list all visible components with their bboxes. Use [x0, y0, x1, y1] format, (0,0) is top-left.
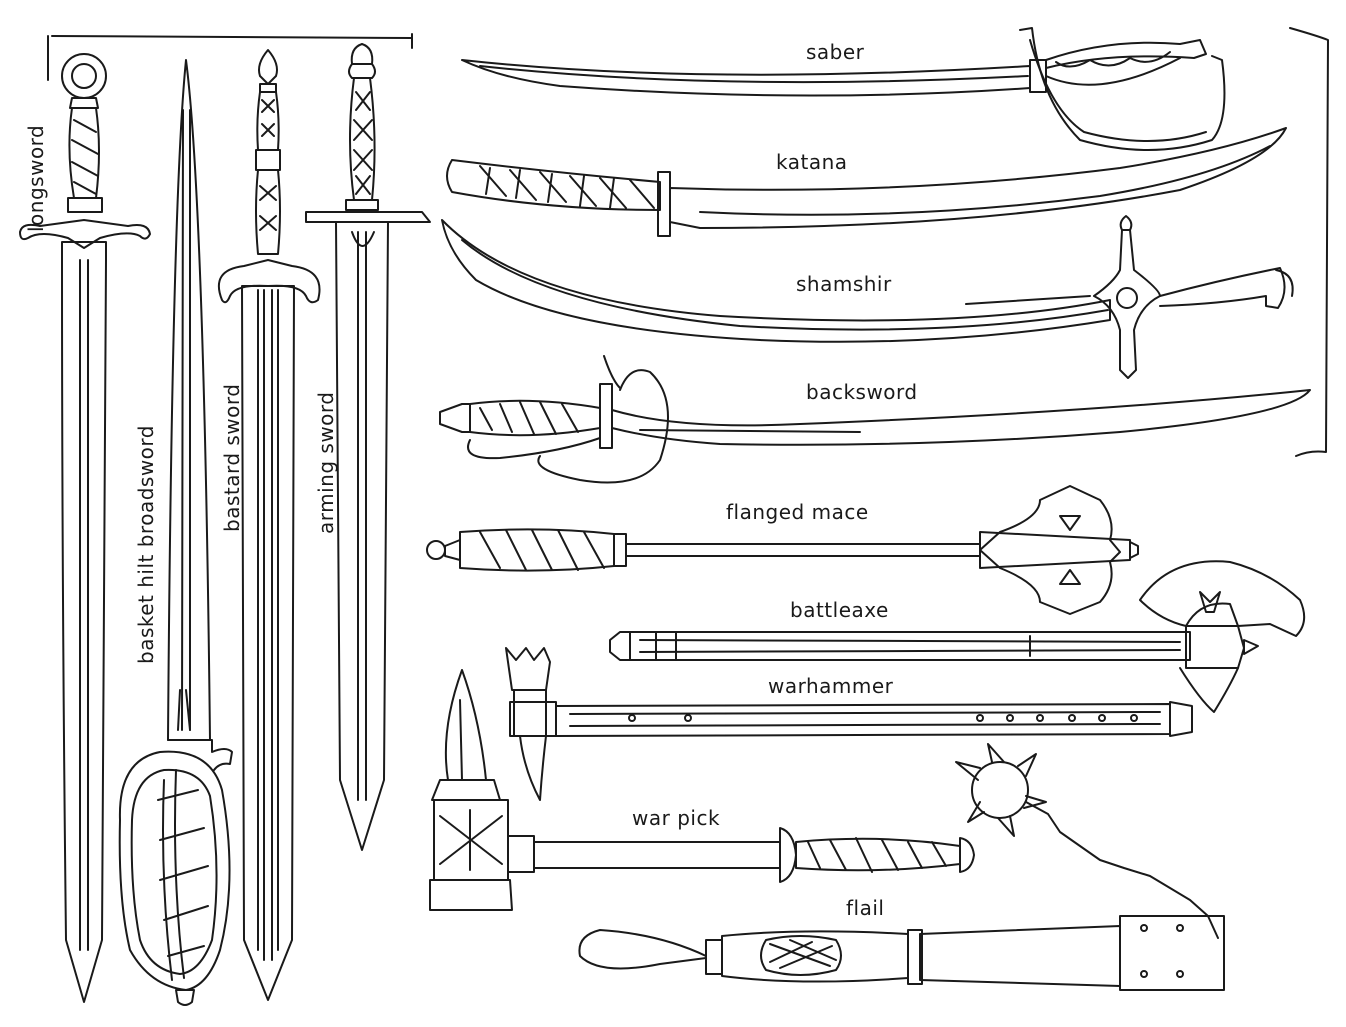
label-warhammer: warhammer: [768, 674, 894, 698]
label-arming-sword: arming sword: [314, 391, 338, 534]
label-bastard-sword: bastard sword: [220, 383, 244, 532]
label-basket-hilt-broadsword: basket hilt broadsword: [134, 425, 158, 664]
label-flail: flail: [846, 896, 885, 920]
arming-sword-drawing: [305, 43, 431, 851]
flail-drawing: [578, 743, 1225, 991]
label-shamshir: shamshir: [796, 272, 892, 296]
longsword-drawing: [19, 53, 151, 1003]
label-saber: saber: [806, 40, 865, 64]
shamshir-drawing: [441, 215, 1294, 379]
label-katana: katana: [776, 150, 848, 174]
label-flanged-mace: flanged mace: [726, 500, 869, 524]
flanged-mace-drawing: [426, 485, 1139, 615]
backsword-drawing: [439, 355, 1311, 484]
war-pick-drawing: [429, 669, 975, 911]
label-backsword: backsword: [806, 380, 918, 404]
label-war-pick: war pick: [632, 806, 721, 830]
label-battleaxe: battleaxe: [790, 598, 889, 622]
frame-lines: [47, 27, 1329, 457]
battleaxe-drawing: [609, 560, 1306, 713]
saber-drawing: [461, 27, 1226, 151]
basket-hilt-broadsword-drawing: [118, 59, 233, 1006]
label-longsword: longsword: [24, 124, 48, 232]
warhammer-drawing: [505, 647, 1193, 801]
katana-drawing: [446, 127, 1287, 237]
bastard-sword-drawing: [217, 49, 321, 1001]
